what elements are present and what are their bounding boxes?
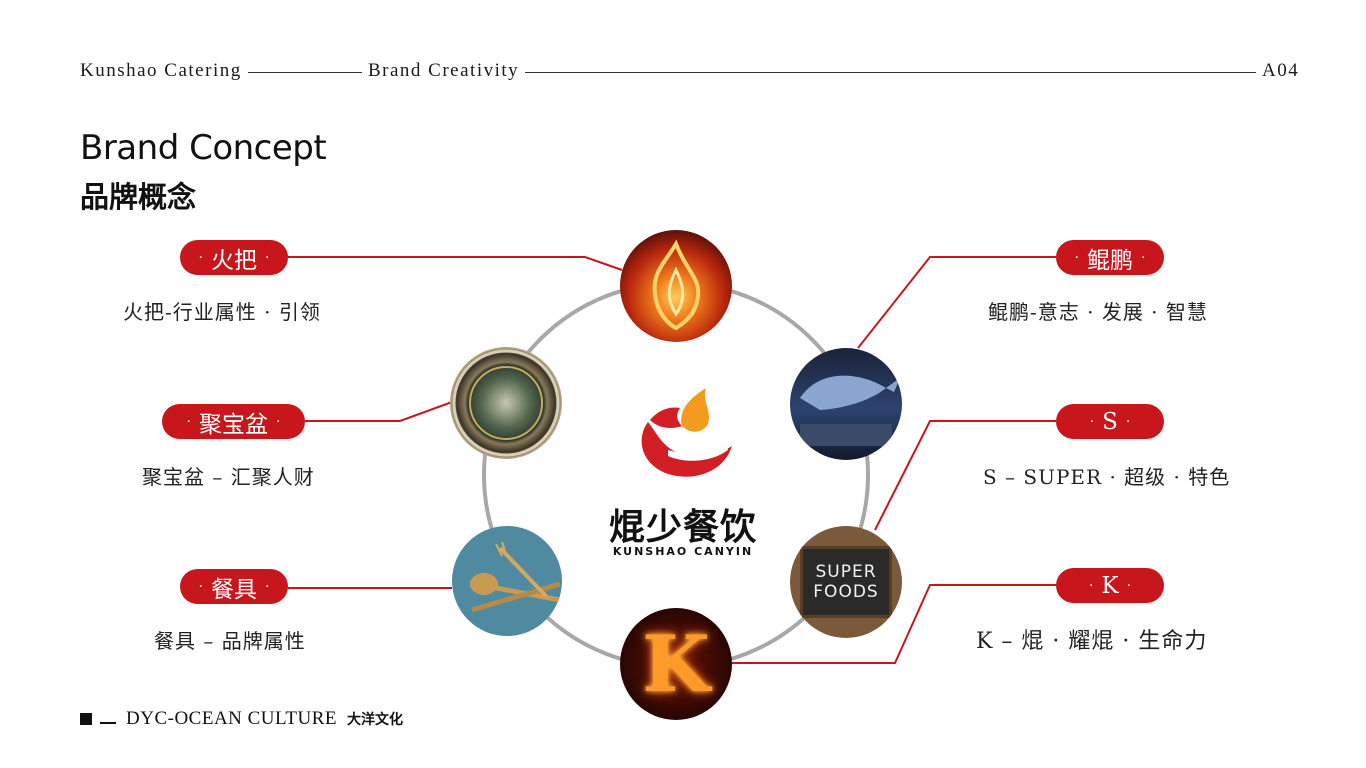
whale-icon xyxy=(790,348,902,460)
connector-fire-k xyxy=(732,584,1056,664)
pill-treasure-bowl: ·聚宝盆· xyxy=(162,404,305,439)
pill-torch: ·火把· xyxy=(180,240,288,275)
pill-cutlery: ·餐具· xyxy=(180,569,288,604)
pill-treasure-bowl-label: 聚宝盆 xyxy=(199,411,268,438)
brand-logo-name: 焜少餐饮 xyxy=(608,507,757,548)
pill-cutlery-label: 餐具 xyxy=(211,576,257,603)
fire-k-icon: K xyxy=(620,608,732,720)
header-rule-left xyxy=(80,72,1300,73)
page-subtitle: 品牌概念 xyxy=(80,180,197,214)
torch-fire-icon xyxy=(620,230,732,342)
desc-k: K – 焜 · 耀焜 · 生命力 xyxy=(976,629,1208,654)
header-brand: Kunshao Catering xyxy=(74,60,248,82)
cutlery-icon xyxy=(452,526,562,636)
board-line-1: SUPER xyxy=(815,562,877,582)
footer-square-icon xyxy=(80,713,92,725)
connector-superfoods xyxy=(874,420,1056,531)
treasure-bowl-icon xyxy=(450,347,562,459)
pill-k: ·K· xyxy=(1056,568,1164,603)
page-title: Brand Concept xyxy=(80,128,327,168)
pill-super-label: S xyxy=(1102,408,1118,435)
board-line-2: FOODS xyxy=(813,582,879,602)
superfoods-board-icon: SUPER FOODS xyxy=(790,526,902,638)
header-section: Brand Creativity xyxy=(362,60,526,82)
pill-whale-label: 鲲鹏 xyxy=(1087,247,1133,274)
header-page-number: A04 xyxy=(1256,60,1306,82)
connector-bowl xyxy=(305,401,453,422)
footer-dash xyxy=(100,722,116,724)
brand-logo-icon xyxy=(641,388,732,477)
pill-whale: ·鲲鹏· xyxy=(1056,240,1164,275)
footer-company-en: DYC-OCEAN CULTURE xyxy=(126,708,337,729)
footer-company-cn: 大洋文化 xyxy=(347,712,403,728)
footer: DYC-OCEAN CULTURE 大洋文化 xyxy=(80,708,403,730)
torch-flame-shape xyxy=(652,239,701,331)
brand-logo-subtitle: KUNSHAO CANYIN xyxy=(612,545,754,558)
desc-torch: 火把-行业属性 · 引领 xyxy=(123,300,321,324)
pill-torch-label: 火把 xyxy=(211,247,257,274)
connector-torch xyxy=(288,256,623,271)
fire-letter: K xyxy=(642,618,710,710)
whale-shape xyxy=(800,375,900,446)
desc-cutlery: 餐具 – 品牌属性 xyxy=(154,629,306,653)
desc-treasure-bowl: 聚宝盆 – 汇聚人财 xyxy=(142,465,315,489)
connector-whale xyxy=(857,256,1056,349)
bowl-rim-shape xyxy=(452,349,560,457)
desc-super: S – SUPER · 超级 · 特色 xyxy=(983,465,1231,489)
pill-super: ·S· xyxy=(1056,404,1164,439)
chalkboard: SUPER FOODS xyxy=(800,546,892,618)
pill-k-label: K xyxy=(1101,572,1119,599)
cutlery-shape xyxy=(470,541,561,613)
desc-whale: 鲲鹏-意志 · 发展 · 智慧 xyxy=(988,300,1208,324)
